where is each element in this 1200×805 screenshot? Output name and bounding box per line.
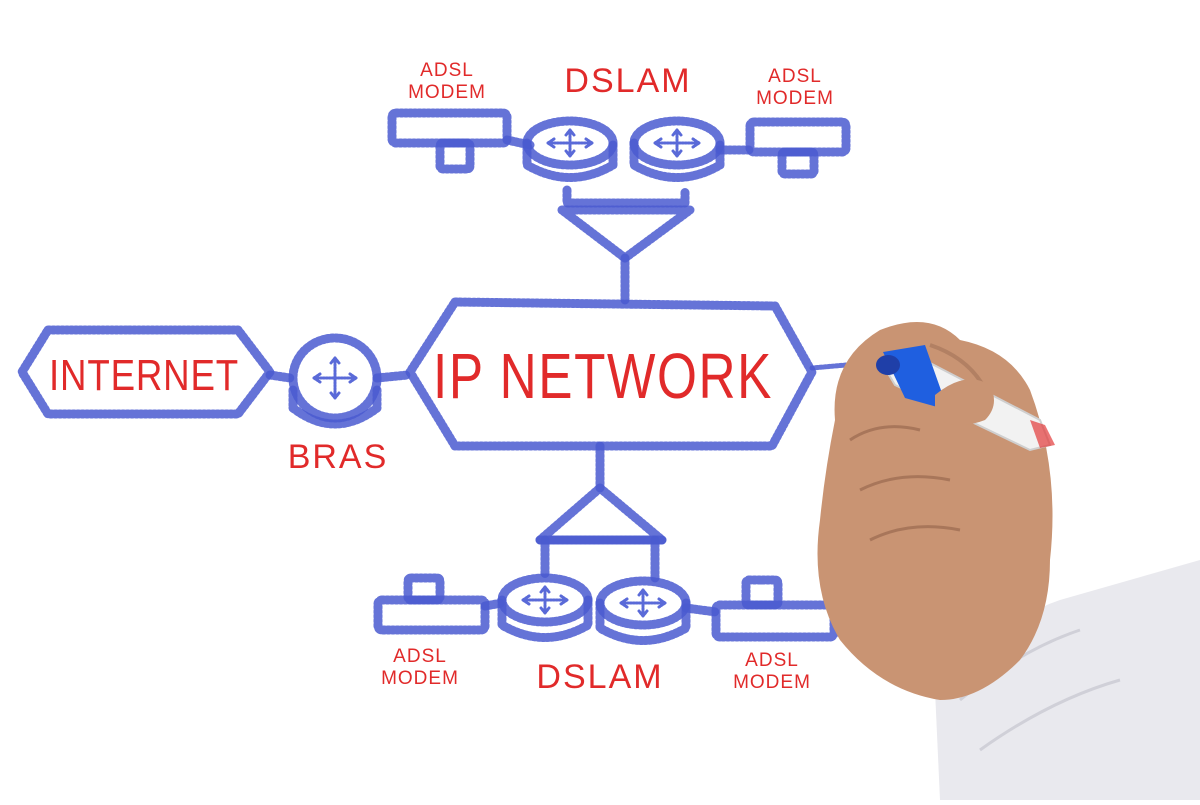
top-left-adsl-modem [392,113,507,169]
top-aggregation-funnel [562,190,690,300]
bras-label: BRAS [288,438,389,476]
top-dslam-label: DSLAM [564,62,691,100]
bottom-left-modem-label-line1: ADSL [393,646,447,667]
bottom-right-modem-label-line1: ADSL [745,650,799,671]
ip-network-label: IP NETWORK [433,340,773,412]
bottom-dslam-label: DSLAM [536,658,663,696]
internet-label: INTERNET [49,351,239,400]
top-right-adsl-modem [750,122,846,174]
top-right-modem-label-line1: ADSL [768,66,822,87]
bottom-aggregation-splitter [540,446,662,578]
top-left-modem-label-line2: MODEM [408,82,486,103]
top-right-modem-label-line2: MODEM [756,88,834,109]
bottom-dslam-router-right [600,581,686,641]
bottom-right-modem-label-line2: MODEM [733,672,811,693]
bottom-dslam-router-left [502,578,588,638]
bras-router [293,338,377,424]
bottom-left-modem-label-line2: MODEM [381,668,459,689]
link-bras-ip-network [377,375,408,378]
ip-network-node: IP NETWORK [410,302,812,446]
top-dslam-router-right [634,121,720,178]
internet-node: INTERNET [22,330,270,414]
bottom-left-adsl-modem [378,578,485,630]
top-left-modem-label-line1: ADSL [420,60,474,81]
link-internet-bras [270,375,290,378]
hand-with-marker [818,322,1200,800]
bottom-right-adsl-modem [716,580,834,637]
top-dslam-router-left [527,121,613,178]
